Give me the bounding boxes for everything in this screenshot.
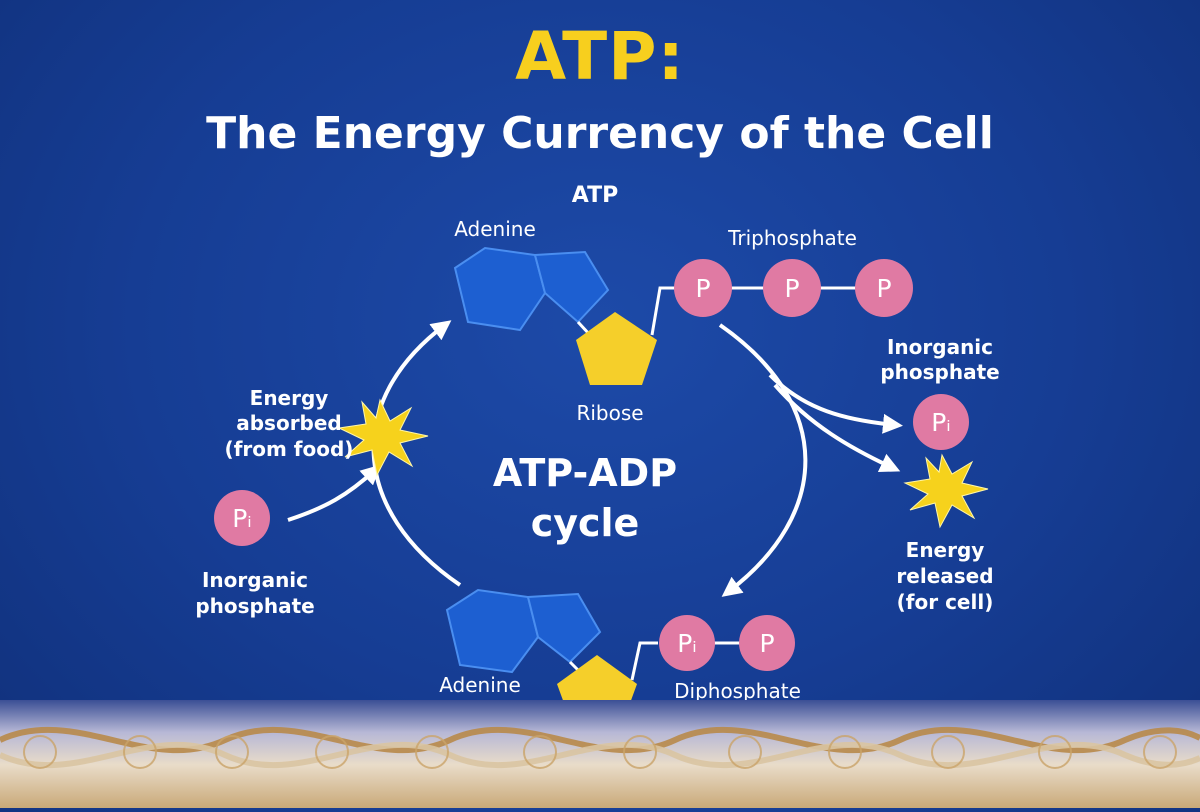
energy-absorbed-star-icon	[337, 398, 429, 477]
energy-absorbed-label-2: absorbed	[236, 411, 342, 435]
phosphate-2-label: P	[784, 274, 799, 303]
ribose-label: Ribose	[576, 401, 644, 425]
phosphate-p-bottom	[739, 615, 795, 671]
energy-released-label-3: (for cell)	[896, 590, 994, 614]
title: ATP:	[515, 18, 685, 95]
pi-left	[214, 490, 270, 546]
phosphate-3-label: P	[876, 274, 891, 303]
pi-left-label: Pᵢ	[232, 504, 252, 533]
pi-input-arrow	[287, 464, 381, 522]
atp-label: ATP	[571, 183, 619, 208]
pi-right	[913, 394, 969, 450]
phosphate-1-label: P	[695, 274, 710, 303]
phosphate-2	[763, 259, 821, 317]
inorganic-phosphate-left-label-2: phosphate	[195, 594, 315, 618]
energy-released-star-icon	[903, 453, 989, 529]
triphosphate-label: Triphosphate	[728, 226, 857, 250]
adenine-hexagon-top	[453, 246, 547, 332]
inorganic-phosphate-left-label-1: Inorganic	[201, 568, 309, 592]
pi-release-arrow	[768, 373, 903, 434]
adenine-hexagon-bottom	[445, 588, 540, 674]
inorganic-phosphate-right-label-2: phosphate	[880, 360, 1000, 384]
phosphate-p-bottom-label: P	[759, 629, 774, 658]
adenine-pentagon-bottom	[526, 592, 602, 664]
phosphate-pi-bottom	[659, 615, 715, 671]
adenine-top-label: Adenine	[454, 217, 536, 241]
energy-released-label-2: released	[896, 564, 994, 588]
dna-ribbon-art	[0, 726, 1200, 769]
adenine-pentagon-top	[533, 250, 610, 324]
inorganic-phosphate-right-label-1: Inorganic	[886, 335, 994, 359]
energy-absorbed-label-3: (from food)	[224, 437, 354, 461]
cycle-label-line-2: cycle	[530, 501, 640, 545]
atp-molecule: P P P	[453, 246, 913, 385]
ribose-pentagon-top	[576, 312, 657, 385]
cycle-label: ATP-ADP cycle	[455, 448, 715, 548]
adenine-bottom-label: Adenine	[439, 673, 521, 697]
phosphate-1	[674, 259, 732, 317]
cycle-label-line-1: ATP-ADP	[492, 451, 678, 495]
energy-absorbed-label-1: Energy	[249, 386, 329, 410]
cycle-arc-right-arrow	[718, 323, 808, 597]
energy-released-label-1: Energy	[905, 538, 985, 562]
energy-release-arrow	[773, 383, 901, 473]
diphosphate-label: Diphosphate	[674, 679, 801, 703]
subtitle: The Energy Currency of the Cell	[206, 108, 994, 159]
phosphate-3	[855, 259, 913, 317]
dna-ribbon-footer	[0, 700, 1200, 808]
pi-right-label: Pᵢ	[931, 408, 951, 437]
phosphate-pi-bottom-label: Pᵢ	[677, 629, 697, 658]
